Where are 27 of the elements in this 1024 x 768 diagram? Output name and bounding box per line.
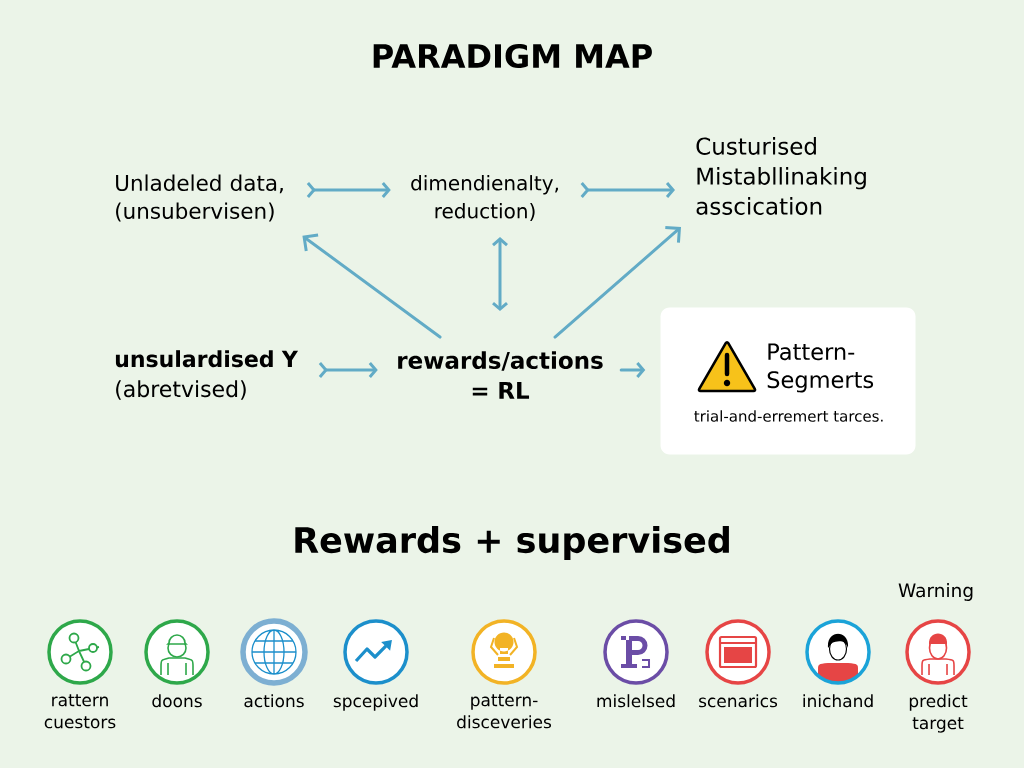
node-label: dimendienalty, reduction) <box>411 175 558 221</box>
icon-caption: spcepived <box>333 694 418 711</box>
note-text: Warning <box>898 583 973 601</box>
arrow <box>492 237 508 312</box>
icon-caption: inichand <box>803 694 873 708</box>
arrow <box>580 182 675 198</box>
icon-caption: predict target <box>909 694 968 733</box>
node-label: Custurised Mistabllinaking asscication <box>696 137 866 215</box>
title: PARADIGM MAP <box>373 43 652 69</box>
card-heading: Pattern- Segmerts <box>767 343 874 393</box>
node-label: rewards/actions = RL <box>398 351 603 399</box>
arrow <box>619 362 646 378</box>
node-label: unsulardised Y (abretvised) <box>115 350 299 400</box>
arrow <box>318 362 378 378</box>
card <box>660 307 916 455</box>
icon-caption: rattern cuestors <box>44 694 116 729</box>
section-heading: Rewards + supervised <box>295 526 729 560</box>
icon-caption: pattern- disceveries <box>457 694 552 729</box>
icon-caption: mislelsed <box>597 694 675 708</box>
card-text: trial-and-erremert tarces. <box>694 410 883 422</box>
node-label: Unladeled data, (unsubervisen) <box>116 174 283 222</box>
arrow <box>306 182 391 198</box>
icon-caption: doons <box>152 694 202 708</box>
arrow <box>302 233 442 339</box>
icon-caption: scenarics <box>699 694 778 708</box>
arrow <box>553 226 681 339</box>
icon-caption: actions <box>244 694 304 708</box>
